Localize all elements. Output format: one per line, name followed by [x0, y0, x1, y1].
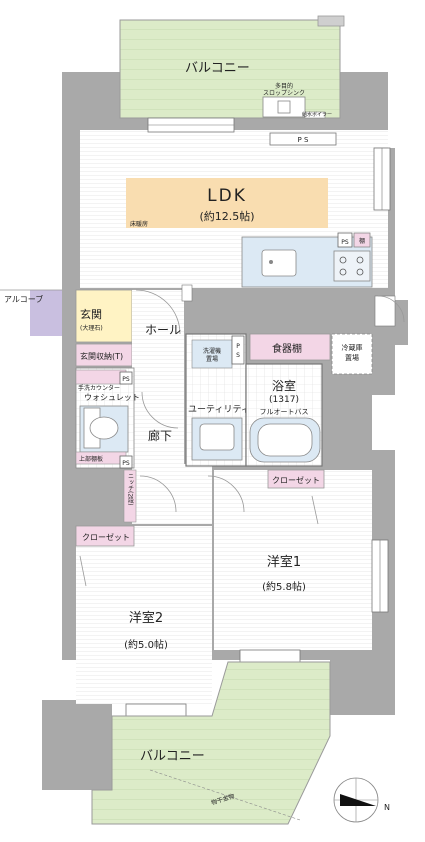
- upper-shelf-label: 上部棚板: [79, 455, 103, 463]
- room1-title: 洋室1: [267, 554, 301, 570]
- multi-sink-label-2: スロップシンク: [263, 90, 305, 97]
- hand-wash-label: 手洗カウンター: [78, 384, 120, 392]
- alcove-label: アルコーブ: [4, 294, 43, 304]
- toilet: [75, 367, 135, 469]
- utility-label: ユーティリティ: [188, 404, 250, 415]
- ps-utility-label-1: P: [236, 343, 240, 350]
- bathroom: [245, 363, 323, 467]
- entrance-sub-label: (大理石): [80, 324, 103, 332]
- compass-north-label: N: [384, 803, 390, 812]
- closet-room1-label: クローゼット: [272, 475, 320, 485]
- ps-kitchen-label: PS: [341, 239, 349, 246]
- room2-title: 洋室2: [129, 610, 163, 626]
- ps-toilet-low-label: PS: [122, 460, 130, 467]
- room-1: [207, 469, 389, 663]
- corridor-label: 廊下: [148, 428, 172, 443]
- fridge-label-1: 冷蔵庫: [342, 343, 363, 352]
- alcove: [0, 272, 62, 336]
- water-heater-label: 給水ボイラー: [302, 111, 332, 118]
- ps-toilet-label: PS: [122, 376, 130, 383]
- utility-room: [185, 333, 247, 467]
- hall-label: ホール: [145, 323, 181, 337]
- balcony-bottom-label: バルコニー: [140, 749, 205, 764]
- washer-area-label-1: 洗濯機: [203, 347, 221, 355]
- balcony-top: [119, 15, 345, 119]
- niche-label: ニッチ(2段): [127, 473, 134, 506]
- kitchen-shelf-label: 棚: [359, 237, 365, 245]
- washlet-label: ウォシュレット: [84, 393, 140, 402]
- entrance-storage-label: 玄関収納(T): [80, 351, 123, 361]
- ps-top-label: P S: [298, 136, 309, 144]
- compass-icon: [333, 777, 379, 823]
- room2-size: (約5.0帖): [124, 638, 168, 651]
- floor-heating-label: 床暖房: [130, 220, 148, 228]
- ps-utility-label-2: S: [236, 352, 240, 359]
- balcony-top-label: バルコニー: [185, 61, 250, 76]
- entrance: [75, 289, 133, 367]
- bathroom-label: 浴室: [272, 378, 296, 393]
- ldk-side-door: [374, 295, 405, 327]
- full-auto-bath-label: フルオートバス: [260, 408, 309, 416]
- entrance-label: 玄関: [80, 307, 102, 321]
- fridge-area: [331, 333, 373, 375]
- washer-area-label-2: 置場: [206, 355, 218, 363]
- hall: [132, 284, 212, 524]
- multi-sink-label-1: 多目的: [275, 82, 293, 90]
- room-2: [75, 525, 212, 717]
- closet-room2-label: クローゼット: [82, 532, 130, 542]
- room1-size: (約5.8帖): [262, 580, 306, 593]
- bathroom-size: (1317): [269, 395, 299, 405]
- cupboard-label: 食器棚: [272, 342, 302, 355]
- balcony-bottom: [91, 661, 331, 825]
- ldk-title: LDK: [207, 186, 247, 206]
- niche: [123, 469, 137, 523]
- cupboard: [249, 333, 331, 361]
- ldk-size: (約12.5帖): [199, 209, 254, 223]
- kitchen-counter: [241, 232, 373, 288]
- fridge-label-2: 置場: [345, 353, 359, 362]
